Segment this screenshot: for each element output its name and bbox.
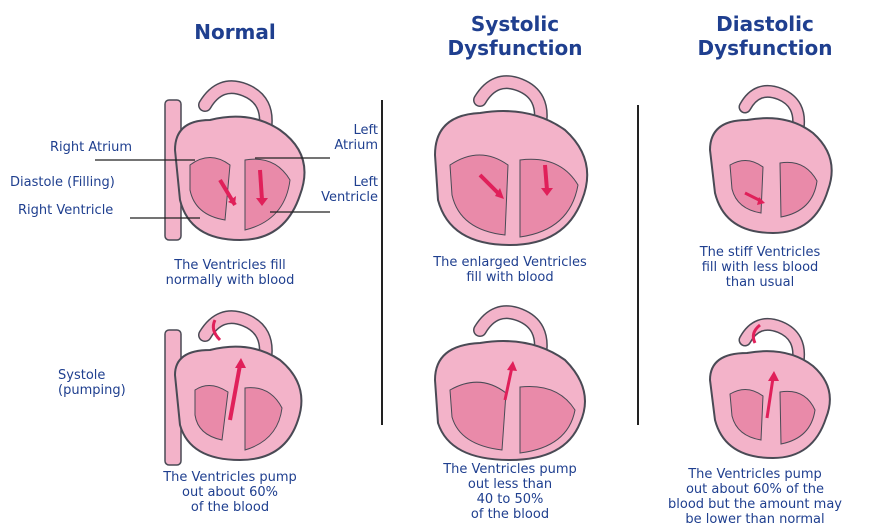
caption-normal-systole: The Ventricles pump out about 60% of the… [130, 470, 330, 515]
label-systole: Systole (pumping) [58, 368, 126, 398]
caption-line: The enlarged Ventricles [400, 255, 620, 270]
caption-line: The Ventricles fill [130, 258, 330, 273]
caption-line: fill with less blood [660, 260, 860, 275]
label-left-ventricle: Left Ventricle [300, 175, 378, 205]
label-left-atrium-line-1: Left [310, 123, 378, 138]
label-systole-line-1: Systole [58, 368, 126, 383]
label-diastole: Diastole (Filling) [10, 175, 115, 190]
caption-diastolic-systole: The Ventricles pump out about 60% of the… [640, 467, 870, 527]
caption-line: out about 60% of the [640, 482, 870, 497]
caption-line: fill with blood [400, 270, 620, 285]
caption-line: be lower than normal [640, 512, 870, 527]
caption-line: of the blood [130, 500, 330, 515]
caption-systolic-systole: The Ventricles pump out less than 40 to … [400, 462, 620, 522]
label-left-atrium: Left Atrium [310, 123, 378, 153]
caption-line: 40 to 50% [400, 492, 620, 507]
caption-systolic-diastole: The enlarged Ventricles fill with blood [400, 255, 620, 285]
label-right-atrium: Right Atrium [50, 140, 132, 155]
caption-line: The Ventricles pump [400, 462, 620, 477]
label-left-ventricle-line-2: Ventricle [300, 190, 378, 205]
caption-line: blood but the amount may [640, 497, 870, 512]
caption-diastolic-diastole: The stiff Ventricles fill with less bloo… [660, 245, 860, 290]
label-left-ventricle-line-1: Left [300, 175, 378, 190]
caption-line: than usual [660, 275, 860, 290]
label-right-atrium-text: Right Atrium [50, 140, 132, 155]
caption-line: of the blood [400, 507, 620, 522]
caption-line: The stiff Ventricles [660, 245, 860, 260]
label-right-ventricle-text: Right Ventricle [18, 203, 113, 218]
label-right-ventricle: Right Ventricle [18, 203, 113, 218]
label-left-atrium-line-2: Atrium [310, 138, 378, 153]
label-diastole-text: Diastole (Filling) [10, 175, 115, 190]
label-systole-line-2: (pumping) [58, 383, 126, 398]
caption-normal-diastole: The Ventricles fill normally with blood [130, 258, 330, 288]
caption-line: The Ventricles pump [130, 470, 330, 485]
caption-line: out about 60% [130, 485, 330, 500]
caption-line: normally with blood [130, 273, 330, 288]
caption-line: out less than [400, 477, 620, 492]
caption-line: The Ventricles pump [640, 467, 870, 482]
